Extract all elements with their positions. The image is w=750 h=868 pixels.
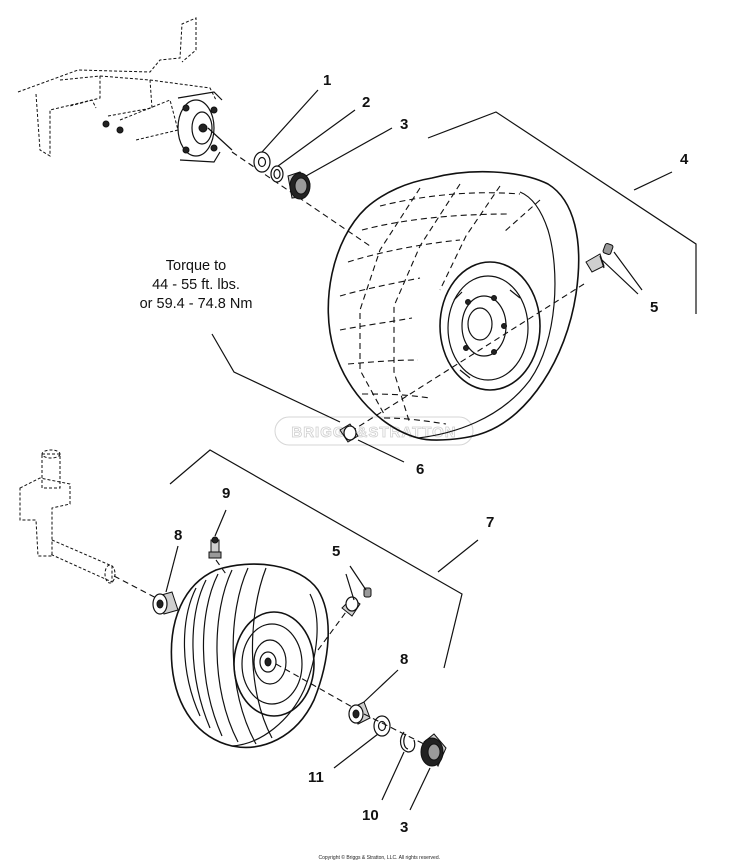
callout-7: 7 bbox=[486, 514, 494, 531]
callout-9: 9 bbox=[222, 485, 230, 502]
grease-axis bbox=[215, 559, 227, 575]
callout-3-top: 3 bbox=[400, 116, 408, 133]
torque-line-3: or 59.4 - 74.8 Nm bbox=[140, 296, 253, 312]
torque-note: Torque to 44 - 55 ft. lbs. or 59.4 - 74.… bbox=[140, 258, 253, 312]
bracket-7 bbox=[169, 449, 479, 669]
valve-axis-line bbox=[349, 283, 585, 433]
callout-8-right: 8 bbox=[400, 651, 408, 668]
watermark-text: BRIGGS&STRATTON bbox=[291, 424, 456, 441]
leader-3-top bbox=[305, 127, 393, 177]
leader-9 bbox=[214, 509, 227, 537]
torque-line-2: 44 - 55 ft. lbs. bbox=[152, 277, 240, 293]
valve-stem-part-5-bottom bbox=[341, 587, 372, 617]
washer-part-1 bbox=[253, 151, 271, 173]
cap-axis-line bbox=[363, 713, 425, 745]
washer-part-11 bbox=[373, 715, 391, 737]
front-caster-wheel-icon bbox=[170, 563, 329, 749]
leader-5-bottom bbox=[345, 565, 367, 601]
torque-line-1: Torque to bbox=[166, 258, 226, 274]
leader-5-top bbox=[601, 251, 643, 295]
valve-stem-part-5-top bbox=[585, 242, 614, 273]
callout-2: 2 bbox=[362, 94, 370, 111]
leader-11 bbox=[333, 733, 379, 769]
leader-10 bbox=[381, 751, 405, 801]
callout-11: 11 bbox=[308, 769, 324, 786]
callout-10: 10 bbox=[362, 807, 379, 824]
leader-2 bbox=[277, 109, 356, 167]
callout-1: 1 bbox=[323, 72, 331, 89]
leader-8-left bbox=[165, 545, 179, 593]
callout-5-bottom: 5 bbox=[332, 543, 340, 560]
valve-bottom-axis bbox=[317, 611, 347, 651]
bushing-part-8-right bbox=[348, 701, 371, 725]
axle-hub-icon bbox=[17, 17, 233, 163]
copyright-text: Copyright © Briggs & Stratton, LLC. All … bbox=[318, 854, 440, 861]
retaining-ring-part-10 bbox=[399, 731, 416, 753]
hub-cap-part-3-bottom bbox=[420, 733, 447, 768]
lug-nut-part-6 bbox=[339, 423, 359, 443]
grease-fitting-part-9 bbox=[208, 536, 222, 559]
bottom-fork-axis bbox=[113, 575, 161, 601]
leader-1 bbox=[261, 89, 319, 153]
front-axis-line bbox=[275, 663, 355, 709]
leader-3-bottom bbox=[409, 767, 431, 811]
bracket-4 bbox=[427, 111, 697, 314]
callout-3-bottom: 3 bbox=[400, 819, 408, 836]
hub-cap-part-3-top bbox=[287, 171, 311, 200]
brand-watermark: BRIGGS&STRATTON bbox=[274, 416, 474, 446]
callout-5-top: 5 bbox=[650, 299, 658, 316]
callout-6: 6 bbox=[416, 461, 424, 478]
ring-part-2 bbox=[270, 165, 284, 183]
bushing-part-8-left bbox=[152, 591, 179, 615]
rear-wheel-icon bbox=[327, 171, 580, 441]
leader-8-right bbox=[363, 669, 399, 703]
callout-8-left: 8 bbox=[174, 527, 182, 544]
callout-4: 4 bbox=[680, 151, 689, 168]
leader-6 bbox=[211, 333, 405, 463]
caster-fork-icon bbox=[19, 449, 116, 584]
